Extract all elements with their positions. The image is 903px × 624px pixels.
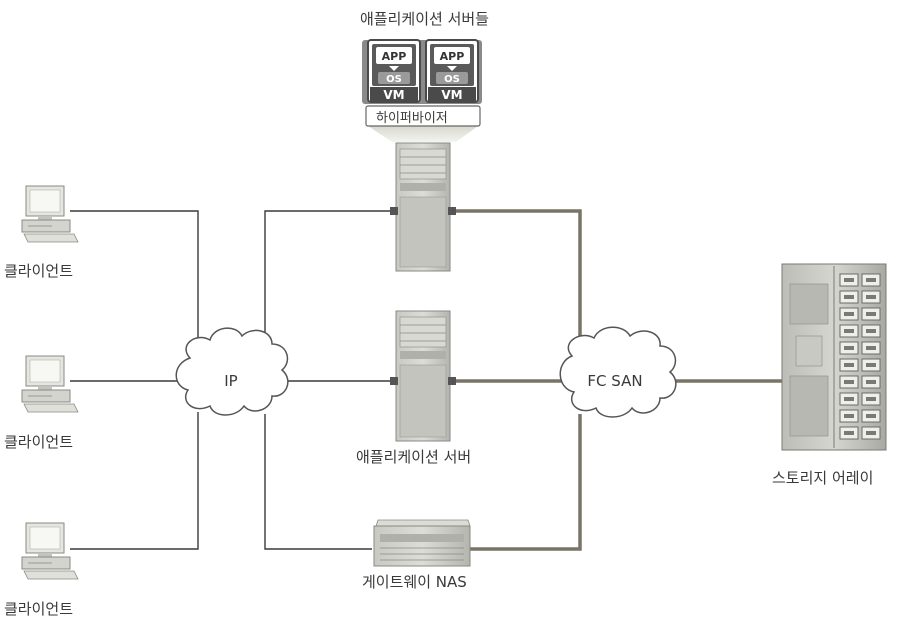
client3-ip-link [70,412,199,550]
client-computer-2 [21,355,79,413]
vm-group: APP OS VM APP OS VM [362,39,482,127]
drive-bay-handle [866,312,876,316]
storage-array-label: 스토리지 어레이 [772,469,874,487]
ip-cloud: IP [175,327,289,416]
fc-san-cloud: FC SAN [559,326,677,418]
drive-bay-handle [866,295,876,299]
drive-bay-handle [866,278,876,282]
ip-nas-link [264,414,372,550]
drive-bay-handle [844,380,854,384]
app-servers-virtual-label: 애플리케이션 서버들 [360,10,489,28]
nas-fc-link [470,414,582,551]
drive-bay-handle [844,278,854,282]
drive-bay-handle [844,397,854,401]
vm-2-os-label: OS [444,74,460,85]
drive-bay-handle [866,380,876,384]
ip-server1-link [264,210,392,348]
drive-bay-handle [866,414,876,418]
hypervisor-beam [368,126,478,142]
gateway-nas-label: 게이트웨이 NAS [362,573,467,591]
hypervisor-box [365,105,481,127]
client1-ip-link [70,210,199,350]
drive-bay-handle [844,295,854,299]
drive-bay-handle [866,363,876,367]
server1-fc-link [455,209,582,345]
vm-1: APP OS VM [367,39,421,103]
client-computer-1 [21,185,79,243]
drive-bay-handle [844,431,854,435]
drive-grid [839,273,881,440]
client-label-3: 클라이언트 [4,600,74,618]
ip-cloud-label: IP [224,372,237,390]
ip-links [70,210,392,550]
client-label-1: 클라이언트 [4,262,74,280]
clients [21,185,79,580]
drive-bay-handle [844,363,854,367]
drive-bay-handle [866,329,876,333]
vm-2-vm-label: VM [441,88,462,102]
app-server-label: 애플리케이션 서버 [356,448,472,466]
server-tower-virtual [390,142,456,272]
drive-bay-handle [866,431,876,435]
client-label-2: 클라이언트 [4,433,74,451]
drive-bay-handle [866,397,876,401]
drive-bay-handle [844,329,854,333]
drive-bay-handle [866,346,876,350]
drive-bay-handle [844,414,854,418]
vm-1-vm-label: VM [383,88,404,102]
vm-2: APP OS VM [425,39,479,103]
vm-1-app-label: APP [382,50,407,63]
server-tower [390,310,456,442]
fc-san-cloud-label: FC SAN [587,372,642,390]
vm-2-app-label: APP [440,50,465,63]
client-computer-3 [21,522,79,580]
drive-bay-handle [844,346,854,350]
vm-1-os-label: OS [386,74,402,85]
fc-links [455,209,785,551]
gateway-nas-device [373,519,471,567]
hypervisor-label: 하이퍼바이저 [376,111,448,126]
drive-bay-handle [844,312,854,316]
storage-array-device [781,263,887,451]
